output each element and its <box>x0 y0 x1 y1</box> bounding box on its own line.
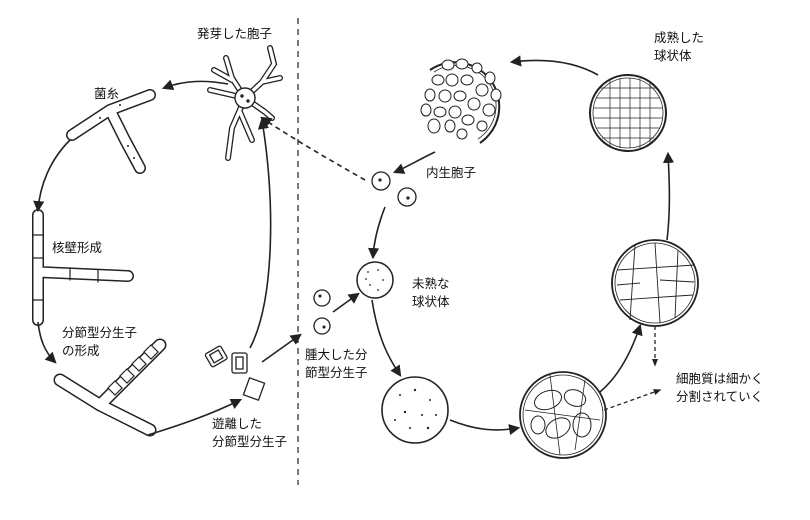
label-arthrospore-formation-2: の形成 <box>62 343 100 358</box>
segmented-spherule <box>611 239 699 327</box>
label-cytoplasm-divides-2: 分割されていく <box>676 389 764 404</box>
arthrospore-formation-hypha <box>53 338 167 437</box>
label-immature-spherule-1: 未熟な <box>412 276 450 291</box>
immature-spherule <box>356 261 394 299</box>
released-arthrospores <box>204 345 266 402</box>
saprobic-cycle-arrows <box>33 79 366 436</box>
label-arthrospore-formation-1: 分節型分生子 <box>62 325 138 340</box>
label-released-arthrospores-1: 遊離した <box>212 416 263 431</box>
enlarging-spherule <box>381 376 449 444</box>
endospores <box>371 171 417 207</box>
cleaving-spherule <box>519 371 607 459</box>
label-endospores: 内生胞子 <box>426 165 477 180</box>
label-cytoplasm-divides-1: 細胞質は細かく <box>676 371 764 386</box>
label-germinated-spore: 発芽した胞子 <box>197 26 273 41</box>
label-swollen-arthrospores-2: 節型分生子 <box>305 365 368 380</box>
mature-spherule <box>589 74 667 152</box>
hypha <box>66 89 156 174</box>
label-mature-spherule-2: 球状体 <box>654 48 692 63</box>
germinated-spore <box>207 45 283 161</box>
parasitic-cycle-arrows <box>332 55 675 436</box>
label-immature-spherule-2: 球状体 <box>412 294 450 309</box>
septum-formation-hypha <box>32 209 134 326</box>
label-swollen-arthrospores-1: 腫大した分 <box>305 347 368 362</box>
label-released-arthrospores-2: 分節型分生子 <box>212 434 288 449</box>
label-hypha: 菌糸 <box>94 86 120 101</box>
label-mature-spherule-1: 成熟した <box>654 30 705 45</box>
label-septum-formation: 核壁形成 <box>52 240 103 255</box>
ruptured-spherule <box>420 58 502 144</box>
swollen-arthrospores <box>313 289 331 335</box>
